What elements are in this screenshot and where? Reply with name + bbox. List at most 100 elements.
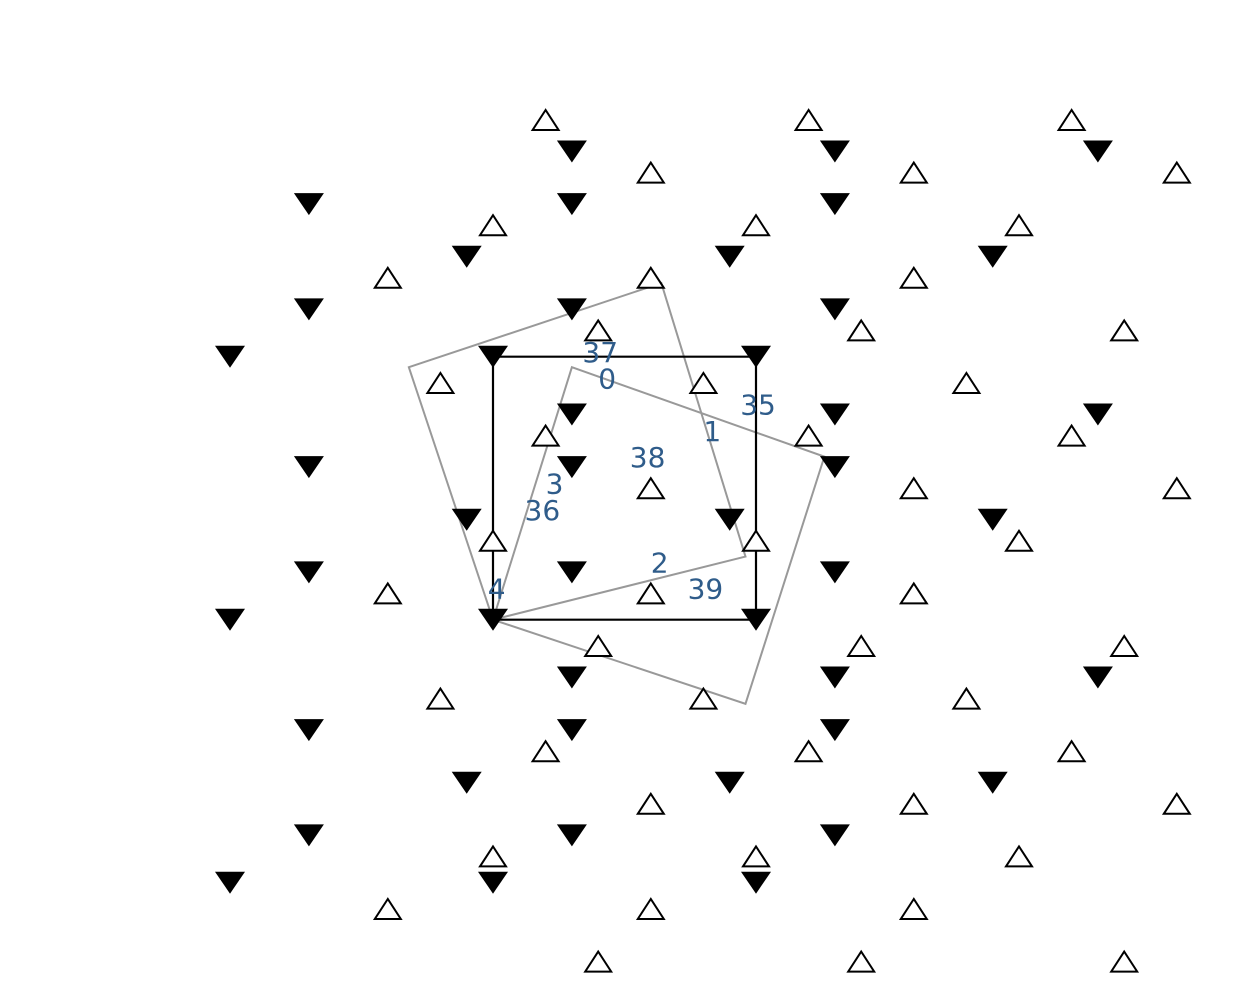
filled-triangle-site — [1082, 140, 1113, 163]
open-triangle-sites — [372, 108, 1192, 973]
open-triangle-site — [898, 265, 929, 289]
filled-triangle-site — [478, 345, 508, 368]
filled-triangle-site — [977, 771, 1008, 794]
open-triangle-site — [372, 581, 403, 605]
filled-triangle-site — [556, 666, 587, 689]
rotated-square-small — [491, 365, 826, 706]
filled-triangle-site — [741, 871, 771, 894]
open-triangle-site — [583, 318, 614, 342]
site-label: 1 — [703, 415, 721, 448]
filled-triangle-site — [1082, 403, 1113, 426]
filled-triangle-site — [215, 608, 245, 631]
filled-triangle-site — [714, 245, 745, 268]
open-triangle-site — [583, 949, 614, 973]
filled-triangle-site — [819, 140, 850, 163]
open-triangle-site — [530, 108, 561, 131]
filled-triangle-site — [556, 561, 587, 584]
site-label: 37 — [582, 336, 618, 369]
open-triangle-site — [372, 897, 403, 920]
filled-triangle-site — [741, 345, 771, 368]
open-triangle-site — [846, 318, 877, 342]
open-triangle-site — [688, 686, 719, 710]
open-triangle-site — [1161, 476, 1192, 500]
open-triangle-site — [1056, 739, 1087, 763]
open-triangle-site — [793, 739, 824, 763]
open-triangle-site — [741, 844, 771, 868]
open-triangle-site — [1109, 634, 1140, 657]
filled-triangle-site — [819, 403, 850, 426]
open-triangle-site — [846, 634, 877, 657]
open-triangle-site — [793, 108, 824, 131]
open-triangle-site — [898, 791, 929, 815]
filled-triangle-site — [556, 403, 587, 426]
open-triangle-site — [635, 265, 666, 289]
filled-triangle-site — [819, 298, 850, 321]
filled-triangle-site — [1082, 666, 1113, 689]
filled-triangle-site — [293, 824, 324, 847]
filled-triangle-site — [556, 824, 587, 847]
filled-triangle-site — [556, 719, 587, 742]
open-triangle-site — [372, 265, 403, 289]
open-triangle-site — [1056, 423, 1087, 447]
filled-triangle-site — [819, 666, 850, 689]
filled-triangle-site — [556, 298, 587, 321]
open-triangle-site — [1004, 528, 1034, 552]
open-triangle-site — [793, 423, 824, 447]
open-triangle-site — [898, 897, 929, 920]
filled-triangle-site — [478, 608, 508, 631]
open-triangle-site — [425, 371, 456, 394]
open-triangle-site — [635, 476, 666, 500]
filled-triangle-site — [819, 456, 850, 479]
open-triangle-site — [530, 739, 561, 763]
open-triangle-site — [478, 213, 508, 237]
open-triangle-site — [425, 686, 456, 710]
open-triangle-site — [635, 581, 666, 605]
filled-triangle-site — [293, 719, 324, 742]
open-triangle-site — [1109, 318, 1140, 342]
filled-triangle-site — [977, 508, 1008, 531]
site-label: 0 — [598, 362, 616, 395]
filled-triangle-site — [556, 140, 587, 163]
site-label: 39 — [688, 573, 724, 606]
filled-triangle-site — [293, 456, 324, 479]
filled-triangle-site — [478, 871, 508, 894]
open-triangle-site — [1056, 108, 1087, 131]
open-triangle-site — [688, 371, 719, 394]
open-triangle-site — [1161, 791, 1192, 815]
open-triangle-site — [635, 897, 666, 920]
filled-triangle-site — [293, 193, 324, 216]
open-triangle-site — [635, 791, 666, 815]
open-triangle-site — [1161, 160, 1192, 184]
filled-triangle-site — [556, 456, 587, 479]
open-triangle-site — [1109, 949, 1140, 973]
site-label: 35 — [740, 389, 776, 422]
open-triangle-site — [898, 160, 929, 184]
open-triangle-site — [1004, 844, 1034, 868]
open-triangle-site — [951, 686, 982, 710]
filled-triangle-site — [451, 771, 482, 794]
filled-triangle-site — [819, 824, 850, 847]
site-label: 2 — [651, 546, 669, 579]
filled-triangle-site — [977, 245, 1008, 268]
open-triangle-site — [530, 423, 561, 447]
open-triangle-site — [898, 581, 929, 605]
site-label: 3 — [546, 467, 564, 500]
filled-triangle-sites — [215, 140, 1113, 894]
open-triangle-site — [478, 844, 508, 868]
open-triangle-site — [741, 528, 771, 552]
open-triangle-site — [1004, 213, 1034, 237]
filled-triangle-site — [819, 719, 850, 742]
open-triangle-site — [898, 476, 929, 500]
filled-triangle-site — [741, 608, 771, 631]
filled-triangle-site — [215, 871, 245, 894]
filled-triangle-site — [293, 561, 324, 584]
filled-triangle-site — [714, 508, 745, 531]
filled-triangle-site — [556, 193, 587, 216]
site-label: 4 — [488, 573, 506, 606]
open-triangle-site — [741, 213, 771, 237]
open-triangle-site — [583, 634, 614, 657]
filled-triangle-site — [451, 245, 482, 268]
filled-triangle-site — [714, 771, 745, 794]
